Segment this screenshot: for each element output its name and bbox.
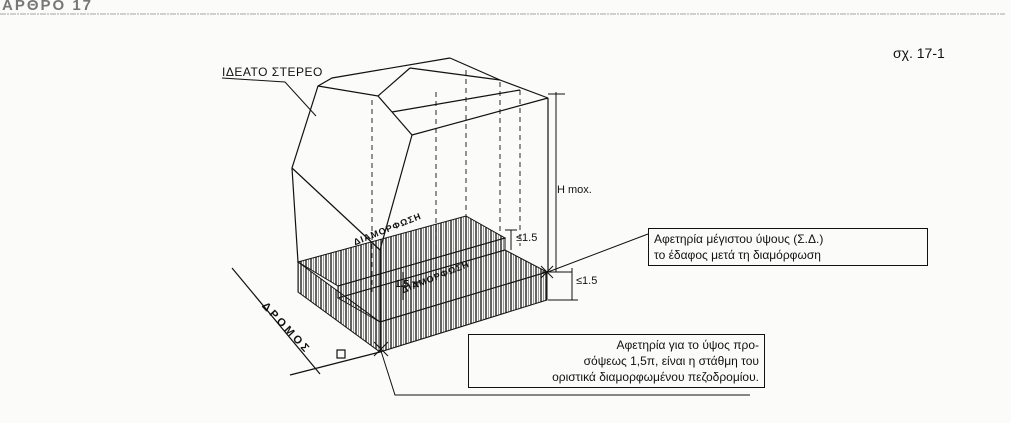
upper-step-dimension-label: ≤1.5 xyxy=(516,232,538,244)
facade-height-origin-callout: Αφετηρία για το ύψος προ- σόψεως 1,5π, ε… xyxy=(468,334,765,388)
front-height-dimension-label: 1.5 π xyxy=(395,279,420,290)
callout-bottom-line-1: Αφετηρία για το ύψος προ- xyxy=(616,338,759,352)
lower-step-dimension-label: ≤1.5 xyxy=(576,275,598,287)
hatched-lower-front xyxy=(379,271,548,353)
step-dimensions xyxy=(402,229,578,301)
callout-bottom-line-3: οριστικά διαμορφωμένου πεζοδρομίου. xyxy=(552,370,759,384)
figure-number: σχ. 17-1 xyxy=(893,45,945,61)
height-max-dimension xyxy=(542,92,572,273)
reference-point-markers xyxy=(373,265,554,357)
callout-bottom-line-2: σόψεως 1,5π, είναι η στάθμη του xyxy=(583,354,759,368)
ideal-solid-label: ΙΔΕΑΤΟ ΣΤΕΡΕΟ xyxy=(222,65,323,79)
page-header-text: ΑΡΘΡΟ 17 xyxy=(2,0,94,14)
ideal-solid-hidden-edges xyxy=(371,70,521,292)
ideal-solid-outline xyxy=(291,57,549,322)
callout-top-line-2: το έδαφος μετά τη διαμόρφωση xyxy=(654,248,821,262)
road-edge xyxy=(231,267,381,376)
height-max-label: H mox. xyxy=(557,184,592,196)
callout-top-line-1: Αφετηρία μέγιστου ύψους (Σ.Δ.) xyxy=(654,232,824,246)
callout-leaders xyxy=(221,77,750,396)
max-height-origin-callout: Αφετηρία μέγιστου ύψους (Σ.Δ.) το έδαφος… xyxy=(648,228,928,266)
